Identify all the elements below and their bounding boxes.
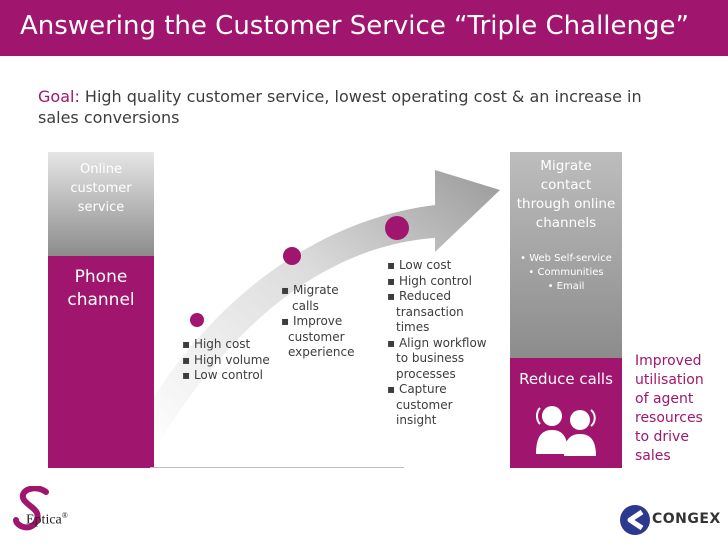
- list-item: transaction: [396, 304, 464, 319]
- stage2-list: ▪ Migrate calls ▪ Improve customer exper…: [281, 283, 355, 361]
- slide-title: Answering the Customer Service “Triple C…: [20, 11, 689, 41]
- list-item: • Web Self-service: [520, 253, 612, 264]
- list-item: ▪ Low control: [182, 368, 263, 382]
- eptica-wordmark: Eptica®: [26, 511, 68, 528]
- arrow-shape: [152, 170, 500, 455]
- divider-line: [150, 467, 404, 468]
- list-item: ▪ Migrate: [281, 283, 339, 297]
- outcome-text: Improved utilisation of agent resources …: [635, 353, 704, 464]
- list-item: ▪ High control: [387, 273, 472, 288]
- stage-dot-3: [385, 216, 409, 240]
- stage3-list: ▪ Low cost ▪ High control ▪ Reduced tran…: [387, 258, 487, 429]
- list-item: customer: [396, 397, 453, 412]
- list-item: insight: [396, 413, 437, 427]
- online-service-block: Online customer service: [48, 152, 154, 256]
- list-item: processes: [396, 366, 456, 381]
- list-item: customer: [288, 329, 345, 344]
- eptica-s-icon: [13, 485, 49, 531]
- list-item: calls: [292, 298, 319, 313]
- stage1-list: ▪ High cost ▪ High volume ▪ Low control: [182, 337, 270, 384]
- list-item: to business: [396, 351, 465, 365]
- list-item: ▪ Improve: [281, 314, 343, 328]
- list-item: ▪ High volume: [182, 352, 270, 367]
- right-migration-column: Migrate contact through online channels …: [510, 152, 622, 468]
- stage-dot-1: [190, 313, 204, 327]
- congex-logo: CONGEX: [618, 503, 720, 542]
- migrate-title: Migrate contact through online channels: [516, 158, 616, 231]
- people-icon: [536, 406, 596, 456]
- congex-arrow-icon: [620, 505, 650, 535]
- congex-wordmark: CONGEX: [652, 511, 721, 527]
- phone-channel-label: Phone channel: [67, 267, 135, 310]
- list-item: ▪ Align workflow: [387, 335, 487, 350]
- list-item: ▪ Low cost: [387, 258, 452, 272]
- list-item: experience: [288, 345, 355, 359]
- list-item: times: [396, 320, 430, 334]
- phone-channel-block: Phone channel: [48, 256, 154, 468]
- list-item: ▪ Capture: [387, 382, 447, 396]
- stage-dot-2: [283, 247, 301, 265]
- goal-statement: Goal: High quality customer service, low…: [38, 86, 678, 128]
- list-item: • Communities: [528, 267, 604, 278]
- title-bar: Answering the Customer Service “Triple C…: [0, 0, 728, 56]
- reduce-calls-block: Reduce calls: [510, 358, 622, 468]
- reduce-calls-label: Reduce calls: [519, 370, 613, 388]
- online-service-label: Online customer service: [70, 162, 132, 215]
- list-item: ▪ Reduced: [387, 289, 451, 303]
- eptica-logo: Eptica®: [12, 485, 68, 539]
- goal-label: Goal:: [38, 87, 80, 106]
- list-item: • Email: [547, 281, 585, 292]
- goal-text: High quality customer service, lowest op…: [38, 87, 642, 127]
- list-item: ▪ High cost: [182, 337, 251, 351]
- online-channels-list: • Web Self-service • Communities • Email: [512, 252, 620, 294]
- online-channels-block: Migrate contact through online channels …: [510, 152, 622, 358]
- left-channel-column: Online customer service Phone channel: [48, 152, 154, 468]
